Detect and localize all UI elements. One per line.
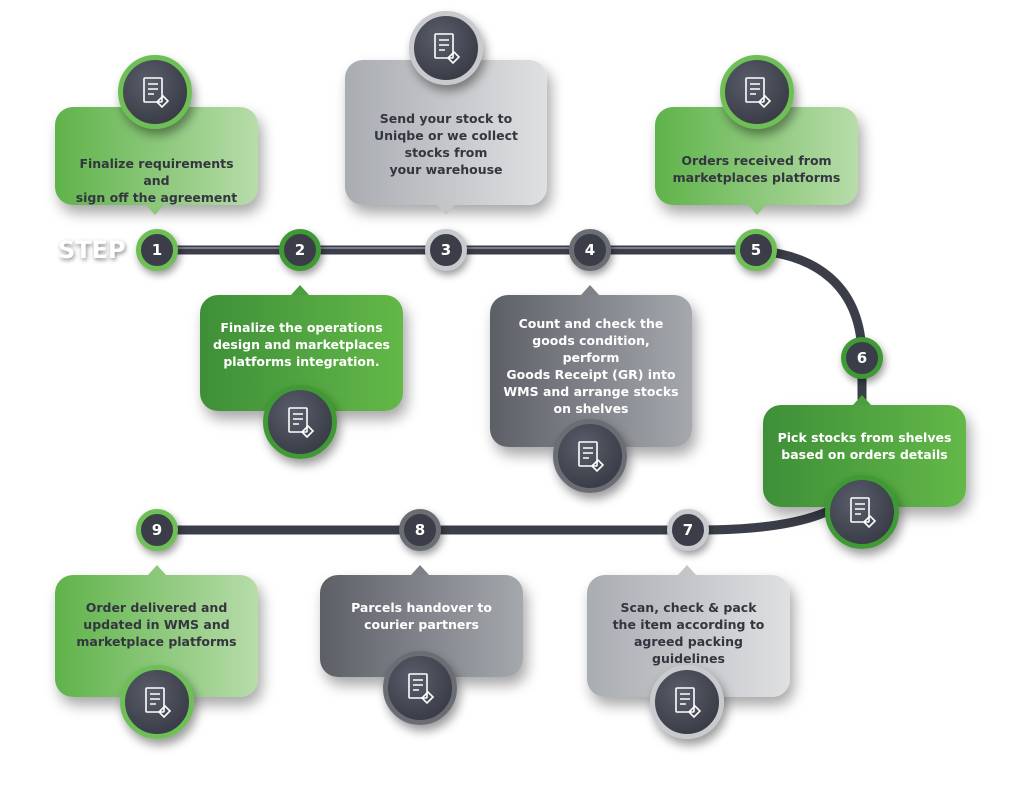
step-7-pointer [678, 565, 696, 575]
courier-handover-icon [383, 651, 457, 725]
step-6-pointer [853, 395, 871, 405]
step-7-text: Scan, check & pack the item according to… [612, 600, 765, 666]
step-2-card: Finalize the operations design and marke… [200, 295, 403, 411]
delivery-truck-icon [120, 665, 194, 739]
step-7-card: Scan, check & pack the item according to… [587, 575, 790, 697]
step-4-marker: 4 [569, 229, 611, 271]
step-5-pointer [748, 205, 766, 215]
step-5-marker: 5 [735, 229, 777, 271]
step-6-text: Pick stocks from shelves based on orders… [777, 430, 952, 462]
step-5-text: Orders received from marketplaces platfo… [672, 153, 841, 185]
step-2-pointer [291, 285, 309, 295]
step-3-card: Send your stock to Uniqbe or we collect … [345, 60, 547, 205]
step-1-text: Finalize requirements and sign off the a… [75, 156, 238, 205]
step-8-marker: 8 [399, 509, 441, 551]
barcode-scanner-icon [650, 665, 724, 739]
mobile-order-icon [720, 55, 794, 129]
step-4-card: Count and check the goods condition, per… [490, 295, 692, 447]
checklist-box-icon [553, 419, 627, 493]
step-4-text: Count and check the goods condition, per… [503, 316, 679, 416]
gear-integration-icon [263, 385, 337, 459]
agreement-handshake-icon [118, 55, 192, 129]
step-7-marker: 7 [667, 509, 709, 551]
step-9-marker: 9 [136, 509, 178, 551]
worker-picking-icon [825, 475, 899, 549]
step-8-pointer [411, 565, 429, 575]
box-hand-icon [409, 11, 483, 85]
step-1-pointer [146, 205, 164, 215]
step-3-text: Send your stock to Uniqbe or we collect … [374, 111, 518, 177]
step-3-marker: 3 [425, 229, 467, 271]
step-8-text: Parcels handover to courier partners [351, 600, 492, 632]
step-6-marker: 6 [841, 337, 883, 379]
step-9-text: Order delivered and updated in WMS and m… [76, 600, 237, 649]
step-2-text: Finalize the operations design and marke… [212, 320, 391, 369]
step-4-pointer [581, 285, 599, 295]
step-9-pointer [148, 565, 166, 575]
step-3-pointer [437, 205, 455, 215]
step-2-marker: 2 [279, 229, 321, 271]
step-1-marker: 1 [136, 229, 178, 271]
step-label: STEP [58, 236, 126, 264]
step-5-card: Orders received from marketplaces platfo… [655, 107, 858, 205]
